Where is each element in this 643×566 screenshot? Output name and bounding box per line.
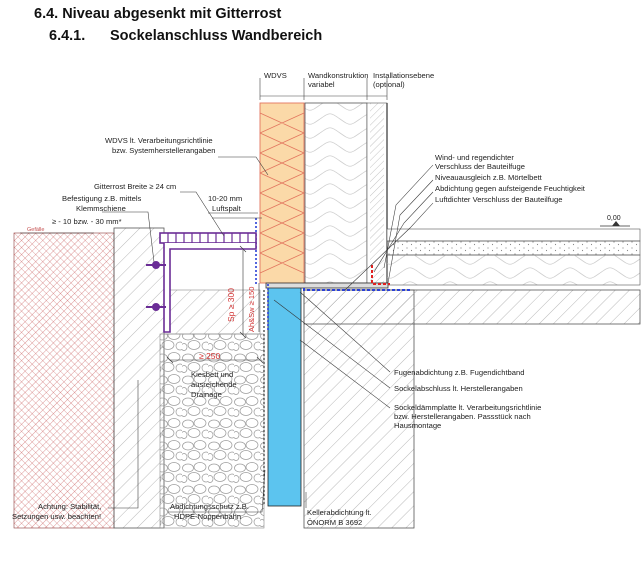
leader-lines — [20, 156, 434, 513]
leveling-label: Niveauausgleich z.B. Mörtelbett — [435, 173, 543, 182]
ahasw-dimension: Ah&Sw ≥ 150 — [247, 287, 256, 332]
plinth-profile-label: Sockelabschluss lt. Herstellerangaben — [394, 384, 523, 393]
protection-label-2: HDPE-Noppenbahn — [174, 512, 241, 521]
airtight-line — [303, 288, 410, 291]
warning-label-2: Setzungen usw. beachten! — [12, 512, 101, 521]
plinth-board-label-3: Hausmontage — [394, 421, 441, 430]
sill-plate — [265, 282, 389, 289]
basement-wall — [303, 289, 415, 529]
basement-seal-label-2: ÖNORM B 3692 — [307, 518, 362, 527]
column-wdvs: WDVS — [264, 71, 287, 80]
level-label: 0,00 — [607, 215, 621, 222]
wind-label-2: Verschluss der Bauteilfuge — [435, 162, 525, 171]
soil-left-crosshatch — [14, 233, 114, 528]
air-gap-label-2: Luftspalt — [212, 204, 242, 213]
plinth-insulation-board — [267, 283, 302, 507]
wdvs-hatch — [259, 112, 305, 274]
installation-hatch — [370, 103, 384, 283]
floor-insulation — [386, 254, 641, 286]
screed — [386, 240, 641, 256]
sp-dimension: Sp ≥ 300 — [226, 288, 236, 322]
retaining-wall — [113, 227, 165, 529]
moisture-label: Abdichtung gegen aufsteigende Feuchtigke… — [435, 184, 586, 193]
wind-label-1: Wind- und regendichter — [435, 153, 514, 162]
plinth-board-label-2: bzw. Herstellerangaben. Passstück nach — [394, 412, 531, 421]
floor-finish — [386, 228, 641, 242]
airtight-label: Luftdichter Verschluss der Bauteilfuge — [435, 195, 562, 204]
wdvs-note-2: bzw. Systemherstellerangaben — [112, 146, 215, 155]
moisture-barrier-line — [371, 265, 390, 285]
warning-label-1: Achtung: Stabilität, — [38, 502, 101, 511]
gravel-bed — [159, 333, 265, 529]
column-install-1: Installationsebene — [373, 71, 434, 80]
protection-label-1: Abdichtungsschutz z.B. — [170, 502, 249, 511]
joint-seal-label: Fugenabdichtung z.B. Fugendichtband — [394, 368, 524, 377]
gravel-label-3: Drainage — [191, 390, 222, 399]
dimension-lines — [166, 217, 264, 364]
slope-label: ≥ - 10 bzw. - 30 mm* — [52, 217, 122, 226]
fastening-label-1: Befestigung z.B. mittels — [62, 194, 142, 203]
gravel-width-dimension: ≥ 250 — [199, 351, 220, 361]
fastening-label-2: Klemmschiene — [76, 204, 126, 213]
subsection-number: 6.4.1. — [49, 28, 86, 44]
gefaelle-label: Gefälle — [27, 227, 44, 233]
floor-slab — [303, 289, 641, 325]
column-install-2: (optional) — [373, 80, 405, 89]
column-wall-1: Wandkonstruktion — [308, 71, 369, 80]
basement-seal-label-1: Kellerabdichtung lt. — [307, 508, 372, 517]
section-heading: 6.4. Niveau abgesenkt mit Gitterrost — [34, 6, 282, 22]
grating-width-label: Gitterrost Breite ≥ 24 cm — [94, 182, 176, 191]
gravel-label-2: ausreichende — [191, 380, 237, 389]
wdvs-note-1: WDVS lt. Verarbeitungsrichtlinie — [105, 136, 213, 145]
subsection-title: Sockelanschluss Wandbereich — [110, 28, 323, 44]
concrete-under-grating — [163, 289, 261, 335]
gitterrost-grating — [159, 232, 257, 333]
gravel-label-1: Kiesbett und — [191, 370, 233, 379]
air-gap-label-1: 10-20 mm — [208, 194, 242, 203]
plinth-board-label-1: Sockeldämmplatte lt. Verarbeitungsrichtl… — [394, 403, 541, 412]
column-wall-2: variabel — [308, 80, 335, 89]
wall-construction — [304, 102, 368, 284]
clamp-rail-bolts — [146, 261, 166, 311]
level-marker-triangle — [612, 221, 620, 226]
